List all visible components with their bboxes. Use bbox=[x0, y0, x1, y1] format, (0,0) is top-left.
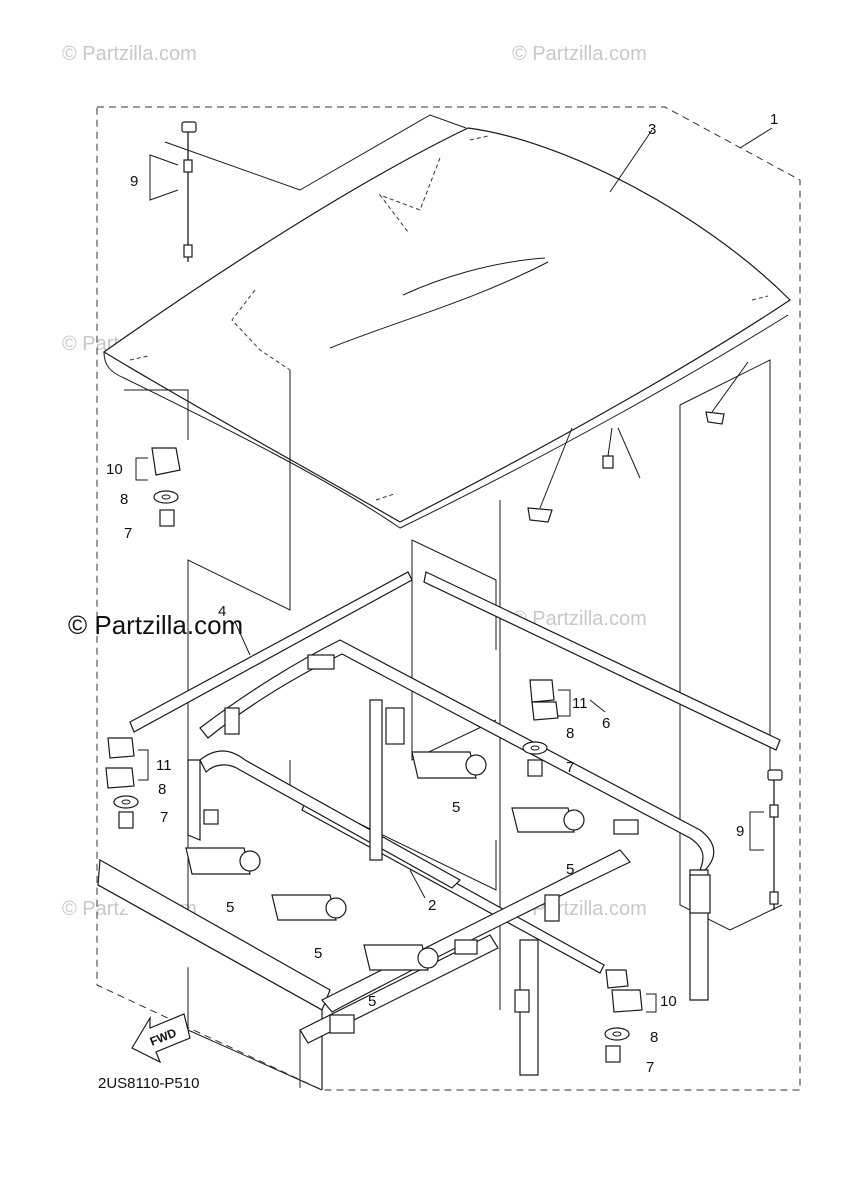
pad bbox=[271, 894, 347, 921]
guide-line bbox=[711, 361, 749, 413]
callout-bracket bbox=[149, 154, 179, 201]
side-beam bbox=[423, 571, 781, 751]
callout-number: 8 bbox=[650, 1029, 658, 1046]
hardware-group-lower-left bbox=[105, 737, 139, 829]
callout-number: 7 bbox=[160, 809, 168, 826]
callout-number: 8 bbox=[158, 781, 166, 798]
callout-number: 5 bbox=[314, 945, 322, 962]
pad bbox=[511, 807, 585, 833]
callout-number: 3 bbox=[648, 121, 656, 138]
leader-line bbox=[609, 129, 653, 193]
callout-number: 10 bbox=[106, 461, 123, 478]
callout-number: 6 bbox=[602, 715, 610, 732]
assembly-boundary bbox=[96, 106, 801, 1091]
callout-labels: 1 2 3 4 5 5 5 5 5 6 7 7 7 7 8 8 8 8 9 9 … bbox=[106, 111, 778, 1076]
callout-bracket bbox=[135, 457, 148, 481]
pad bbox=[411, 751, 487, 779]
roof-clip bbox=[527, 507, 553, 523]
leader-line bbox=[589, 699, 606, 713]
watermark: © Partzilla.com bbox=[68, 610, 243, 640]
callout-bracket bbox=[749, 811, 764, 851]
roof-clip bbox=[602, 455, 614, 469]
guide-line bbox=[539, 427, 573, 509]
hardware-group-upper-left bbox=[151, 447, 181, 527]
guide-line bbox=[411, 539, 497, 650]
callout-bracket bbox=[558, 689, 571, 717]
callout-number: 5 bbox=[368, 993, 376, 1010]
pad bbox=[363, 944, 439, 971]
callout-number: 11 bbox=[572, 695, 588, 712]
watermark: © Partzilla.com bbox=[512, 608, 647, 630]
callout-number: 9 bbox=[736, 823, 744, 840]
leader-line bbox=[234, 621, 251, 656]
guide-line bbox=[411, 540, 497, 761]
callout-number: 8 bbox=[120, 491, 128, 508]
guide-line bbox=[679, 405, 783, 931]
callout-number: 7 bbox=[124, 525, 132, 542]
callout-number: 10 bbox=[660, 993, 677, 1010]
callout-number: 8 bbox=[566, 725, 574, 742]
front-beam bbox=[129, 571, 413, 733]
callout-number: 7 bbox=[646, 1059, 654, 1076]
callout-number: 2 bbox=[428, 897, 436, 914]
strap-right bbox=[767, 769, 783, 910]
leader-line bbox=[739, 127, 773, 149]
guide-line bbox=[124, 389, 189, 440]
diagram-code: 2US8110-P510 bbox=[98, 1075, 199, 1092]
guide-line bbox=[607, 427, 641, 479]
guide-line bbox=[187, 370, 323, 1091]
guide-line bbox=[679, 359, 771, 770]
rops-frame bbox=[97, 639, 715, 1090]
callout-number: 9 bbox=[130, 173, 138, 190]
roof-panel bbox=[102, 127, 791, 529]
watermark: © Partzilla.com bbox=[512, 43, 647, 65]
callout-bracket bbox=[646, 993, 657, 1013]
callout-number: 5 bbox=[566, 861, 574, 878]
leader-line bbox=[409, 869, 426, 899]
roof-clip bbox=[705, 411, 725, 425]
hardware-group-lower-right bbox=[604, 969, 643, 1063]
pad bbox=[185, 847, 261, 875]
forward-arrow-icon: FWD bbox=[131, 1013, 191, 1064]
strap-left bbox=[181, 121, 197, 262]
callout-number: 4 bbox=[218, 603, 226, 620]
callout-number: 7 bbox=[566, 759, 574, 776]
hardware-group-middle bbox=[522, 679, 559, 777]
callout-number: 5 bbox=[452, 799, 460, 816]
callout-number: 11 bbox=[156, 757, 172, 774]
guide-line bbox=[289, 760, 497, 891]
guide-line bbox=[164, 114, 467, 191]
watermark: © Partzilla.com bbox=[62, 43, 197, 65]
callout-number: 1 bbox=[770, 111, 778, 128]
callout-number: 5 bbox=[226, 899, 234, 916]
callout-bracket bbox=[138, 749, 149, 781]
